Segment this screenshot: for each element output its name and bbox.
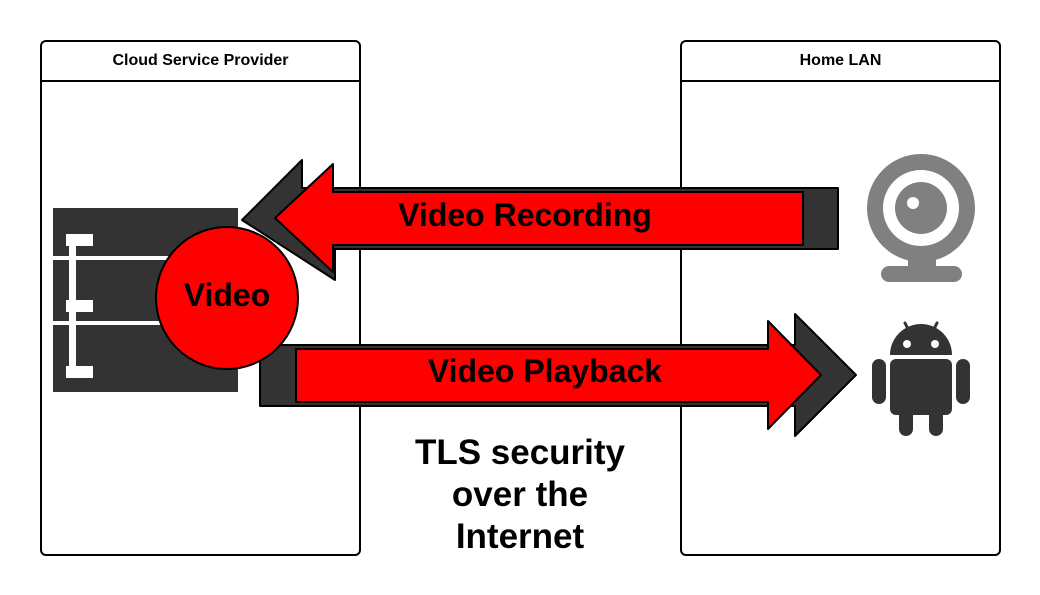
caption-line-3: Internet <box>455 517 585 556</box>
video-recording-arrow: Video Recording <box>241 159 839 281</box>
home-panel-title: Home LAN <box>682 42 999 82</box>
android-icon <box>872 321 970 436</box>
caption-line-2: over the <box>451 475 589 514</box>
webcam-icon <box>867 154 975 282</box>
video-node: Video <box>155 226 299 370</box>
video-playback-arrow: Video Playback <box>259 313 857 437</box>
video-playback-label: Video Playback <box>428 353 662 389</box>
caption-line-1: TLS security <box>414 433 626 472</box>
video-node-label: Video <box>184 277 271 313</box>
cloud-panel-title: Cloud Service Provider <box>42 42 359 82</box>
tls-caption: TLS security over the Internet <box>380 432 660 558</box>
video-recording-label: Video Recording <box>398 197 652 233</box>
home-lan-panel: Home LAN <box>680 40 1001 556</box>
